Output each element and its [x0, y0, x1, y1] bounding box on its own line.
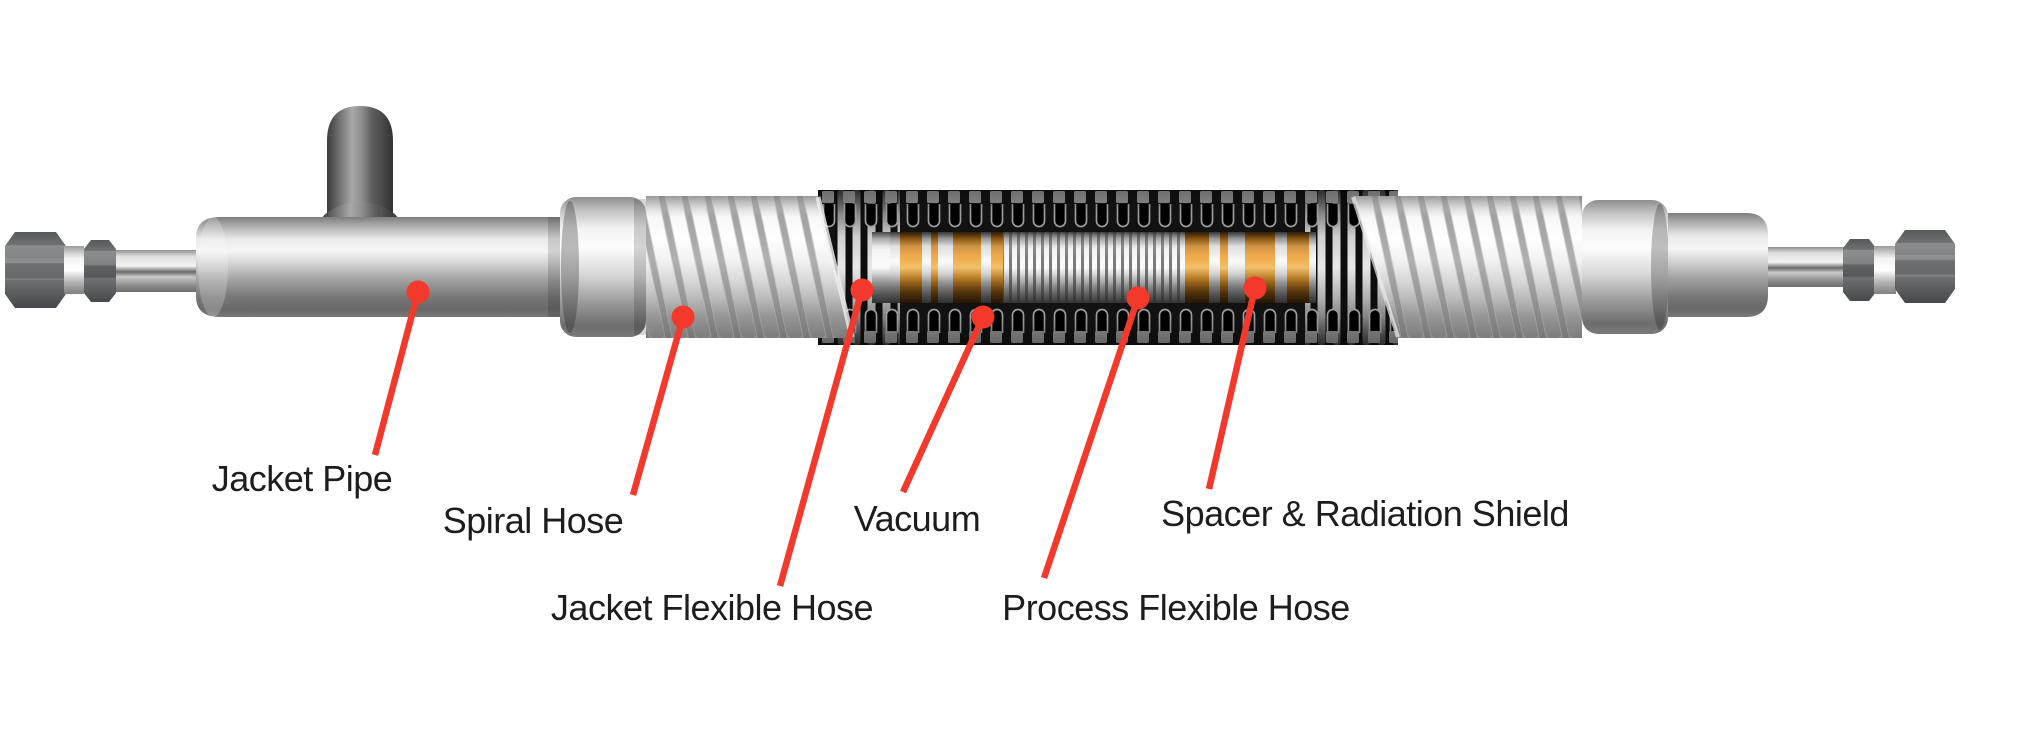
spiral-cut-edge-right: [1351, 196, 1400, 338]
left-inner-hex-nut: [84, 240, 116, 302]
jacket-pipe-endcap-highlight: [198, 217, 228, 317]
right-outer-hex-highlight: [1895, 255, 1955, 277]
part-label-spiral-hose: Spiral Hose: [442, 500, 624, 541]
left-outer-hex-highlight: [5, 258, 66, 280]
right-jacket-cylinder: [1668, 213, 1768, 317]
jacket-flexible-hose-cutaway: [818, 190, 1398, 345]
leader-line-jacket-pipe: [371, 291, 422, 456]
part-label-process-flexible-hose: Process Flexible Hose: [1002, 587, 1350, 628]
callout-dots: [406, 276, 1267, 329]
leader-line-spacer-radiation-shield: [1205, 287, 1259, 490]
right-outer-hex-nut: [1895, 230, 1955, 303]
left-collar: [560, 197, 646, 337]
leader-line-jacket-flexible-hose: [776, 289, 866, 587]
part-label-spacer-radiation-shield: Spacer & Radiation Shield: [1161, 493, 1569, 534]
evacuation-port-stub: [327, 106, 393, 222]
left-stub-pipe: [106, 250, 202, 292]
callout-leaders: [371, 287, 1259, 587]
left-outer-hex-nut: [5, 232, 66, 308]
callout-dot-spiral-hose: [671, 305, 695, 329]
left-ferrule-ring: [64, 246, 84, 294]
jacket-pipe-group: [196, 106, 562, 317]
part-label-jacket-flexible-hose: Jacket Flexible Hose: [550, 587, 874, 628]
left-collar-edge: [561, 201, 579, 333]
jacket-pipe-body: [196, 217, 562, 317]
right-collar-edge: [1651, 204, 1669, 330]
right-collar-body: [1582, 200, 1668, 334]
callout-dot-spacer-radiation-shield: [1243, 276, 1267, 300]
callout-dot-jacket-flexible-hose: [850, 278, 874, 302]
right-inner-hex-nut: [1843, 239, 1876, 301]
hose-shading: [818, 190, 1398, 345]
spiral-hose-left: [646, 196, 855, 338]
left-collar-shadow: [634, 199, 646, 335]
callout-dot-vacuum: [971, 305, 995, 329]
leader-line-spiral-hose: [629, 316, 687, 496]
part-label-jacket-pipe: Jacket Pipe: [211, 458, 393, 499]
spiral-hose-right: [1351, 196, 1582, 338]
spiral-cut-edge-left: [815, 196, 855, 338]
leader-line-vacuum: [900, 315, 986, 494]
left-end-fitting: [5, 232, 202, 308]
left-collar-body: [560, 197, 646, 337]
callout-dot-jacket-pipe: [406, 280, 430, 304]
leader-line-process-flexible-hose: [1040, 296, 1142, 580]
spiral-hose-left-shading: [646, 196, 852, 338]
spiral-hose-right-shading: [1353, 196, 1582, 338]
right-end-fitting: [1582, 200, 1955, 334]
jacket-pipe-end-shadow: [548, 217, 562, 317]
part-label-vacuum: Vacuum: [853, 498, 981, 539]
right-ferrule-ring: [1874, 246, 1896, 294]
callout-dot-process-flexible-hose: [1126, 286, 1150, 310]
